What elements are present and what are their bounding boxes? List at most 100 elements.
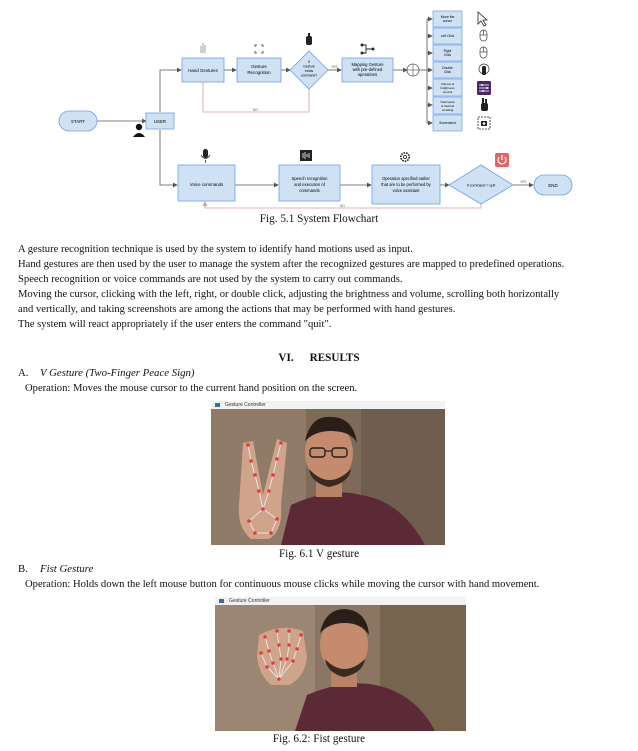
microphone-icon <box>200 149 211 163</box>
gesture-recognition-line-1: Gesture <box>251 64 267 69</box>
pointing-hand-icon <box>306 33 312 45</box>
section-title: RESULTS <box>309 352 360 364</box>
figure-5-1-caption: Fig. 5.1 System Flowchart <box>259 213 379 225</box>
gesture-recognition-box <box>236 57 282 83</box>
hand-gestures-label: Hand Gestures <box>188 68 218 73</box>
svg-text:Screenshot: Screenshot <box>439 121 456 125</box>
svg-text:& Vertical: & Vertical <box>441 104 454 108</box>
voice-operation-box <box>371 164 441 205</box>
double-click-icon <box>478 63 490 75</box>
speech-line-3: commands <box>299 188 319 193</box>
system-flowchart: NO NO YES YES START END USER Hand Gestur… <box>58 10 573 209</box>
speech-line-2: and execution of <box>294 182 326 187</box>
no-label-1: NO <box>253 108 258 112</box>
hand-gestures-box <box>181 57 225 83</box>
quit-decision-label: If command = quit <box>467 184 496 188</box>
user-label: USER <box>154 119 166 124</box>
operation-box-7: Screenshot <box>432 114 463 132</box>
mapping-icon <box>360 43 375 55</box>
operation-box-1: Move the cursor <box>432 10 463 28</box>
subsection-a-heading: A. V Gesture (Two-Finger Peace Sign) <box>18 367 195 379</box>
speech-line-1: Speech recognition <box>292 176 329 181</box>
svg-text:cursor: cursor <box>443 19 453 23</box>
app-icon-2 <box>219 599 224 603</box>
voice-operation-line-2: that are to be performed by <box>381 182 431 187</box>
description-paragraph: A gesture recognition technique is used … <box>18 243 628 332</box>
scan-icon <box>254 44 264 54</box>
paragraph-line-2: Hand gestures are then used by the user … <box>18 258 565 270</box>
voice-commands-box <box>177 164 236 202</box>
operation-box-4: Double Click <box>432 61 463 79</box>
v-gesture-scene <box>211 409 445 545</box>
svg-text:brightness: brightness <box>440 86 455 90</box>
svg-text:Right: Right <box>444 49 452 53</box>
svg-text:Volume &: Volume & <box>441 82 455 86</box>
svg-text:control: control <box>443 90 453 94</box>
user-box <box>145 112 175 130</box>
paragraph-line-3: Speech recognition or voice commands are… <box>18 273 403 285</box>
mouse-left-click-icon <box>479 29 488 42</box>
section-heading: VI. RESULTS <box>0 352 638 364</box>
mouse-right-click-icon <box>479 46 488 59</box>
decision-line-4: command? <box>301 74 317 78</box>
figure-6-2-caption: Fig. 6.2: Fist gesture <box>272 733 366 745</box>
voice-commands-label: Voice commands <box>190 182 224 187</box>
window-title: Gesture Controller <box>225 402 266 408</box>
svg-text:Left Click: Left Click <box>441 34 455 38</box>
decision-line-3: exists <box>305 69 314 73</box>
operation-a-text: Operation: Moves the mouse cursor to the… <box>25 383 358 394</box>
fist-gesture-screenshot: Gesture Controller <box>215 597 466 731</box>
operation-box-6: Horizontal & Vertical scrolling <box>432 96 463 115</box>
no-label-2: NO <box>340 204 345 208</box>
subsection-a-title: V Gesture (Two-Finger Peace Sign) <box>40 367 195 379</box>
operation-box-2: Left Click <box>432 27 463 45</box>
subsection-b-heading: B. Fist Gesture <box>18 563 93 575</box>
gesture-recognition-line-2: Recognition <box>247 70 271 75</box>
paragraph-line-5: and vertically, and taking screenshots a… <box>18 303 456 315</box>
decision-line-2: Gesture <box>303 65 315 69</box>
paragraph-line-4: Moving the cursor, clicking with the lef… <box>18 288 560 300</box>
svg-text:Click: Click <box>444 53 451 57</box>
mapping-box <box>341 57 394 83</box>
sound-wave-icon <box>300 150 312 161</box>
end-label: END <box>548 183 557 188</box>
yes-label-1: YES <box>331 65 337 69</box>
power-icon <box>495 153 509 167</box>
window-title-2: Gesture Controller <box>229 598 270 604</box>
start-terminal <box>58 110 98 132</box>
figure-6-1-caption: Fig. 6.1 V gesture <box>278 548 360 560</box>
mapping-line-3: operations <box>358 72 378 77</box>
svg-text:scrolling: scrolling <box>442 108 454 112</box>
hand-icon <box>200 43 206 53</box>
gesture-decision <box>289 50 329 90</box>
svg-text:Double: Double <box>442 66 453 70</box>
paragraph-line-6: The system will react appropriately if t… <box>18 318 332 330</box>
operation-box-5: Volume & brightness control <box>432 78 463 97</box>
svg-text:Click: Click <box>444 70 451 74</box>
app-icon <box>215 403 220 407</box>
operation-box-3: Right Click <box>432 44 463 62</box>
gear-icon <box>399 152 410 163</box>
fist-gesture-scene <box>215 605 466 731</box>
subsection-a-letter: A. <box>18 367 29 379</box>
v-gesture-screenshot: Gesture Controller <box>211 401 445 545</box>
subsection-b-letter: B. <box>18 563 28 575</box>
voice-operation-line-1: Operation specified earlier <box>382 176 430 181</box>
end-terminal <box>533 174 573 196</box>
window-title-bar: Gesture Controller <box>211 401 445 409</box>
speech-recognition-box <box>278 164 341 202</box>
paragraph-line-1: A gesture recognition technique is used … <box>18 244 413 255</box>
operation-b-text: Operation: Holds down the left mouse but… <box>25 579 540 590</box>
yes-label-2: YES <box>520 180 526 184</box>
start-label: START <box>71 119 85 124</box>
voice-operation-line-3: voice assistant <box>393 188 421 193</box>
decision-line-1: If <box>308 60 310 64</box>
window-title-bar-2: Gesture Controller <box>215 597 466 605</box>
svg-text:Move the: Move the <box>441 15 455 19</box>
mapping-line-1: Mapping Gesture <box>351 62 384 67</box>
subsection-b-title: Fist Gesture <box>40 563 94 575</box>
quit-decision <box>448 164 514 205</box>
cursor-arrow-icon <box>477 11 489 27</box>
screenshot-icon <box>477 116 491 130</box>
section-number: VI. <box>278 352 294 364</box>
